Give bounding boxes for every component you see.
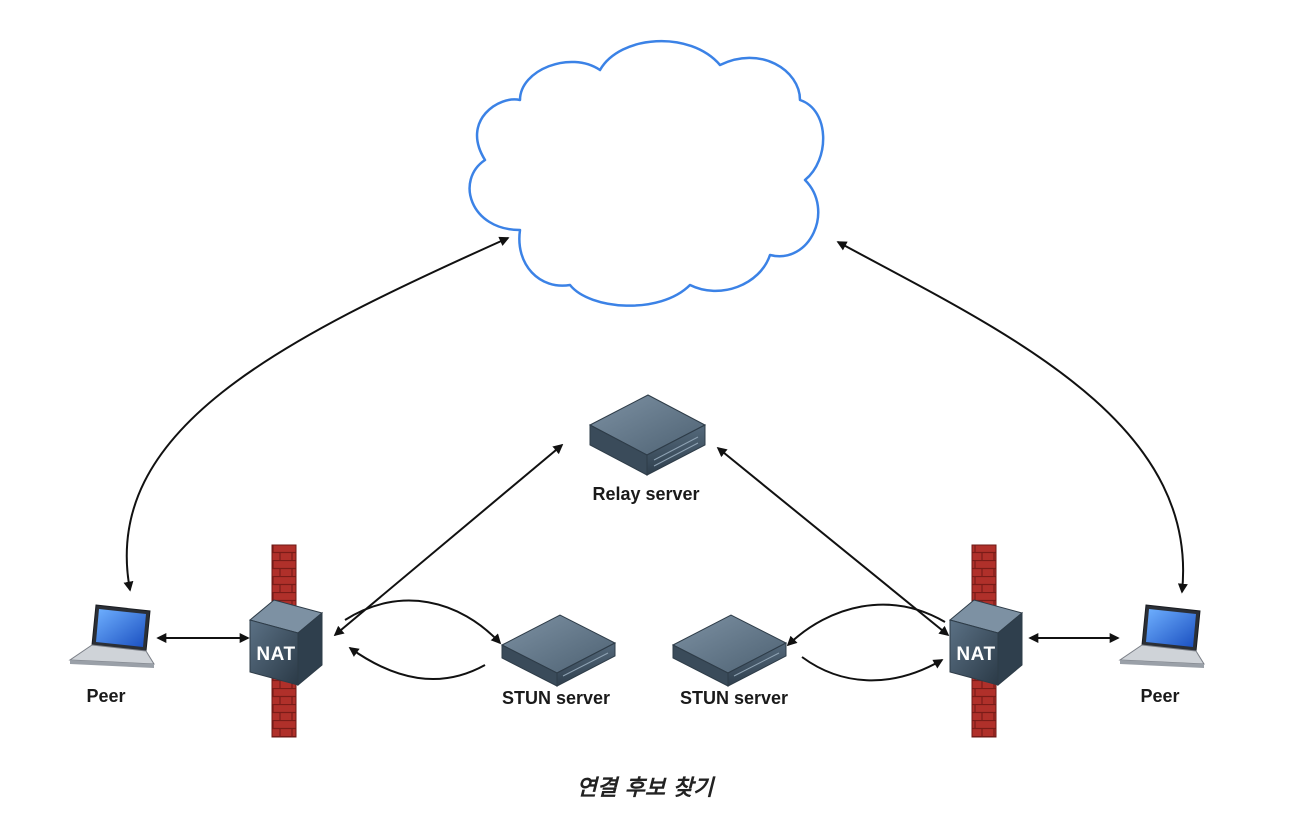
stun-server-right-icon	[671, 614, 788, 687]
arrow-nat-right-to-stun	[786, 603, 946, 647]
relay-server-icon	[588, 394, 707, 476]
arrow-nat-right-relay	[716, 446, 950, 637]
relay-server-label: Relay server	[592, 484, 700, 504]
stun-server-left-label: STUN server	[501, 688, 611, 708]
laptop-left-icon	[68, 604, 155, 668]
arrow-stun-to-nat-right	[801, 656, 944, 682]
nat-right-label: NAT	[956, 644, 996, 665]
arrow-peer-right-cloud	[836, 241, 1188, 594]
nat-left-icon	[248, 599, 324, 687]
cloud-icon	[468, 39, 825, 307]
stun-server-left-icon	[500, 614, 617, 687]
laptop-right-icon	[1118, 604, 1205, 668]
peer-right-label: Peer	[1140, 686, 1180, 706]
stun-server-right-label: STUN server	[679, 688, 789, 708]
arrow-stun-to-nat-left	[348, 647, 486, 681]
nat-right-icon	[948, 599, 1024, 687]
arrow-nat-left-to-stun	[344, 599, 502, 645]
nat-left-label: NAT	[256, 644, 296, 665]
arrow-nat-left-relay	[333, 443, 564, 637]
arrow-peer-left-cloud	[123, 236, 510, 592]
diagram-caption: 연결 후보 찾기	[576, 776, 714, 801]
peer-left-label: Peer	[86, 686, 126, 706]
